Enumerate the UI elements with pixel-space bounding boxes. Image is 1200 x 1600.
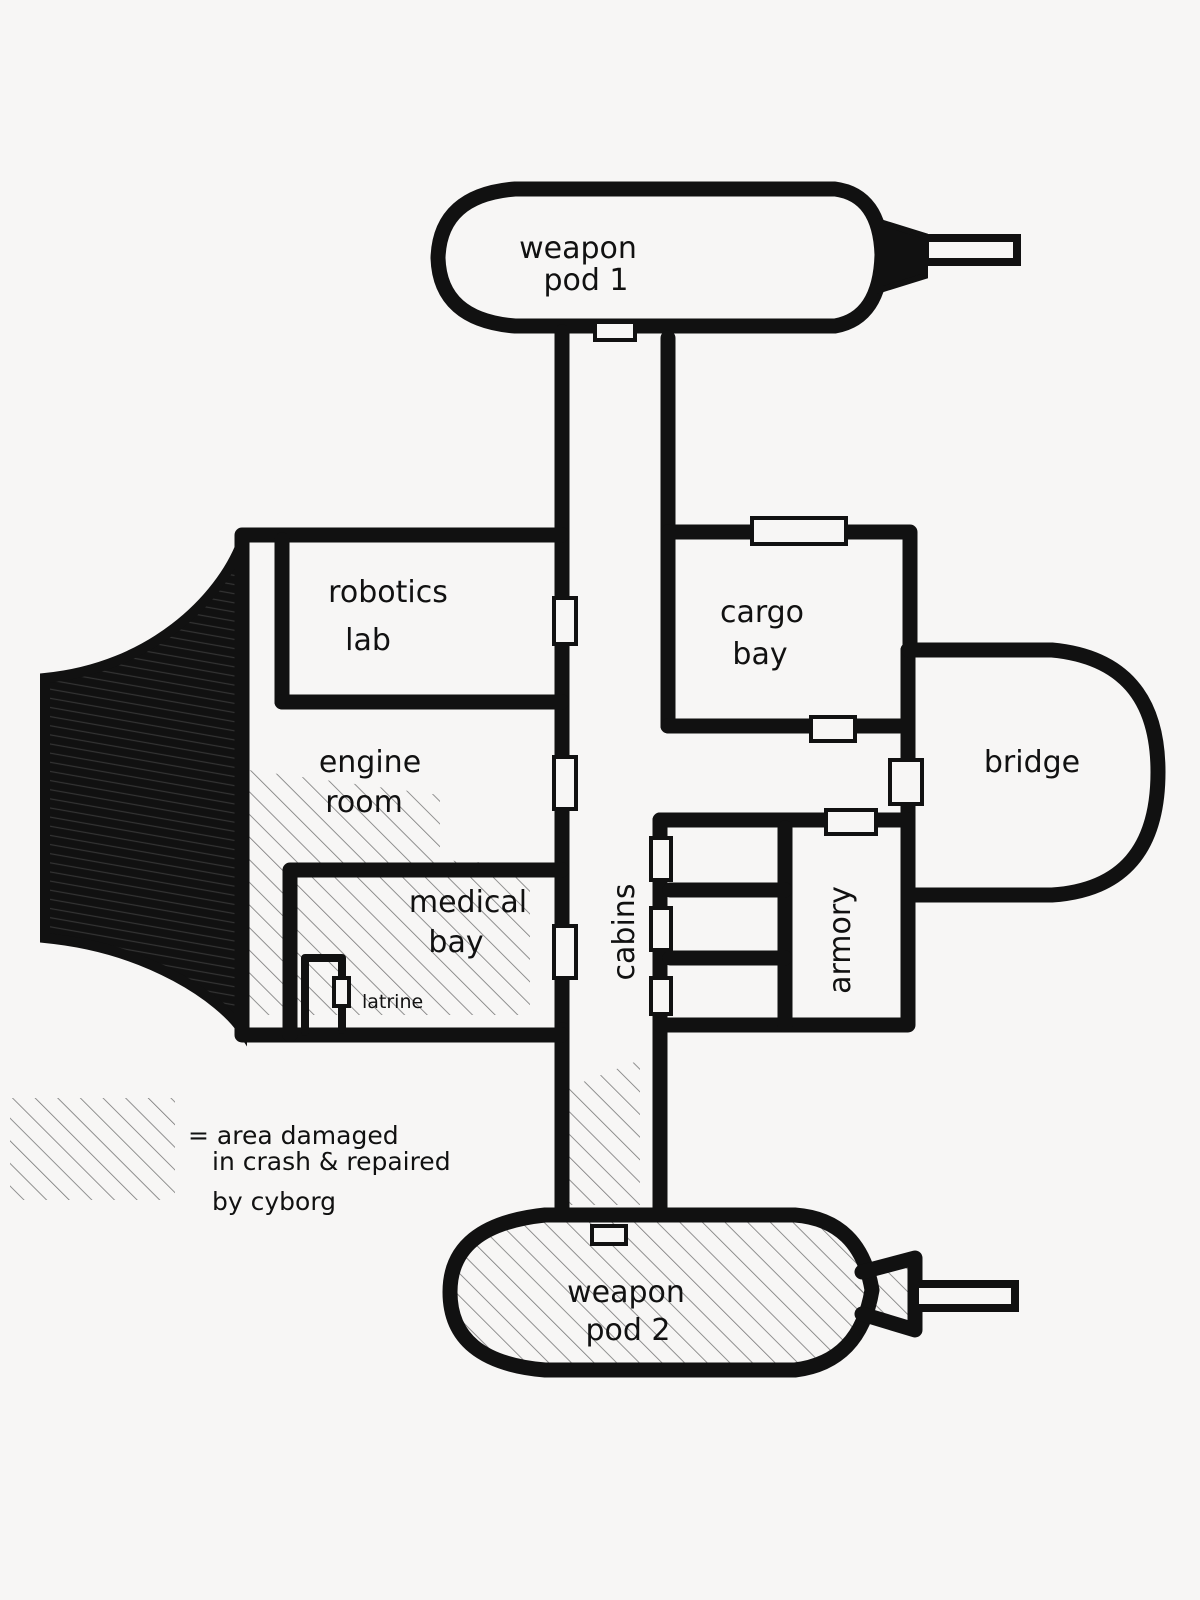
label-latrine: latrine bbox=[362, 991, 423, 1013]
label-cabins: cabins bbox=[607, 884, 642, 981]
door-cabin-3 bbox=[649, 976, 673, 1016]
label-weapon-pod-1-line1: weapon bbox=[519, 231, 637, 266]
door-pod1 bbox=[593, 320, 637, 342]
door-robotics bbox=[552, 596, 578, 646]
label-medical-bay-line2: bay bbox=[428, 925, 483, 960]
label-weapon-pod-2-line1: weapon bbox=[567, 1275, 685, 1310]
legend: = area damaged in crash & repaired by cy… bbox=[188, 1121, 451, 1216]
legend-line-2: in crash & repaired bbox=[212, 1147, 451, 1176]
door-pod2 bbox=[590, 1224, 628, 1246]
left-block bbox=[234, 527, 578, 1043]
door-cabin-2 bbox=[649, 906, 673, 952]
label-robotics-lab-line1: robotics bbox=[328, 575, 448, 610]
label-weapon-pod-2-line2: pod 2 bbox=[585, 1313, 670, 1348]
cabins-armory-block bbox=[649, 808, 916, 1033]
door-armory bbox=[824, 808, 878, 836]
door-cabin-1 bbox=[649, 836, 673, 882]
label-engine-room-line2: room bbox=[325, 785, 403, 820]
door-engine bbox=[552, 755, 578, 811]
label-cargo-bay-line2: bay bbox=[732, 637, 787, 672]
weapon-pod-2 bbox=[442, 1207, 1019, 1378]
label-medical-bay-line1: medical bbox=[409, 885, 527, 920]
door-latrine bbox=[332, 976, 351, 1008]
door-bridge bbox=[888, 758, 924, 806]
engine-thruster bbox=[40, 540, 247, 1047]
label-cargo-bay-line1: cargo bbox=[720, 595, 804, 630]
label-engine-room-line1: engine bbox=[319, 745, 421, 780]
door-cargo-top bbox=[750, 516, 848, 546]
door-cargo-bridge bbox=[809, 715, 857, 743]
cargo-bay-room bbox=[660, 516, 918, 743]
legend-swatch bbox=[10, 1098, 175, 1200]
label-armory: armory bbox=[823, 886, 858, 994]
legend-line-1: = area damaged bbox=[188, 1121, 399, 1150]
room-labels: weapon pod 1 robotics lab cargo bay engi… bbox=[319, 231, 1080, 1348]
label-weapon-pod-1-line2: pod 1 bbox=[543, 263, 628, 298]
door-medical bbox=[552, 924, 578, 980]
label-bridge: bridge bbox=[984, 745, 1080, 780]
label-robotics-lab-line2: lab bbox=[345, 623, 391, 658]
weapon-pod-1 bbox=[430, 181, 1021, 342]
legend-line-3: by cyborg bbox=[212, 1187, 336, 1216]
